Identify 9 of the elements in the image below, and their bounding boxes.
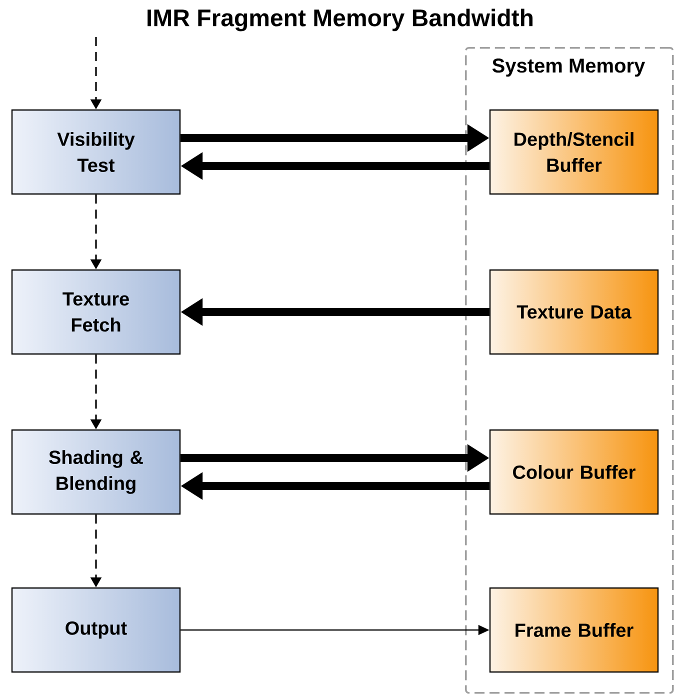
memory-box: Colour Buffer	[489, 429, 659, 515]
process-box: Output	[11, 587, 181, 673]
process-box: Shading & Blending	[11, 429, 181, 515]
process-box: Texture Fetch	[11, 269, 181, 355]
memory-box: Depth/Stencil Buffer	[489, 109, 659, 195]
memory-box: Frame Buffer	[489, 587, 659, 673]
memory-box: Texture Data	[489, 269, 659, 355]
diagram-title: IMR Fragment Memory Bandwidth	[148, 8, 532, 32]
process-box: Visibility Test	[11, 109, 181, 195]
